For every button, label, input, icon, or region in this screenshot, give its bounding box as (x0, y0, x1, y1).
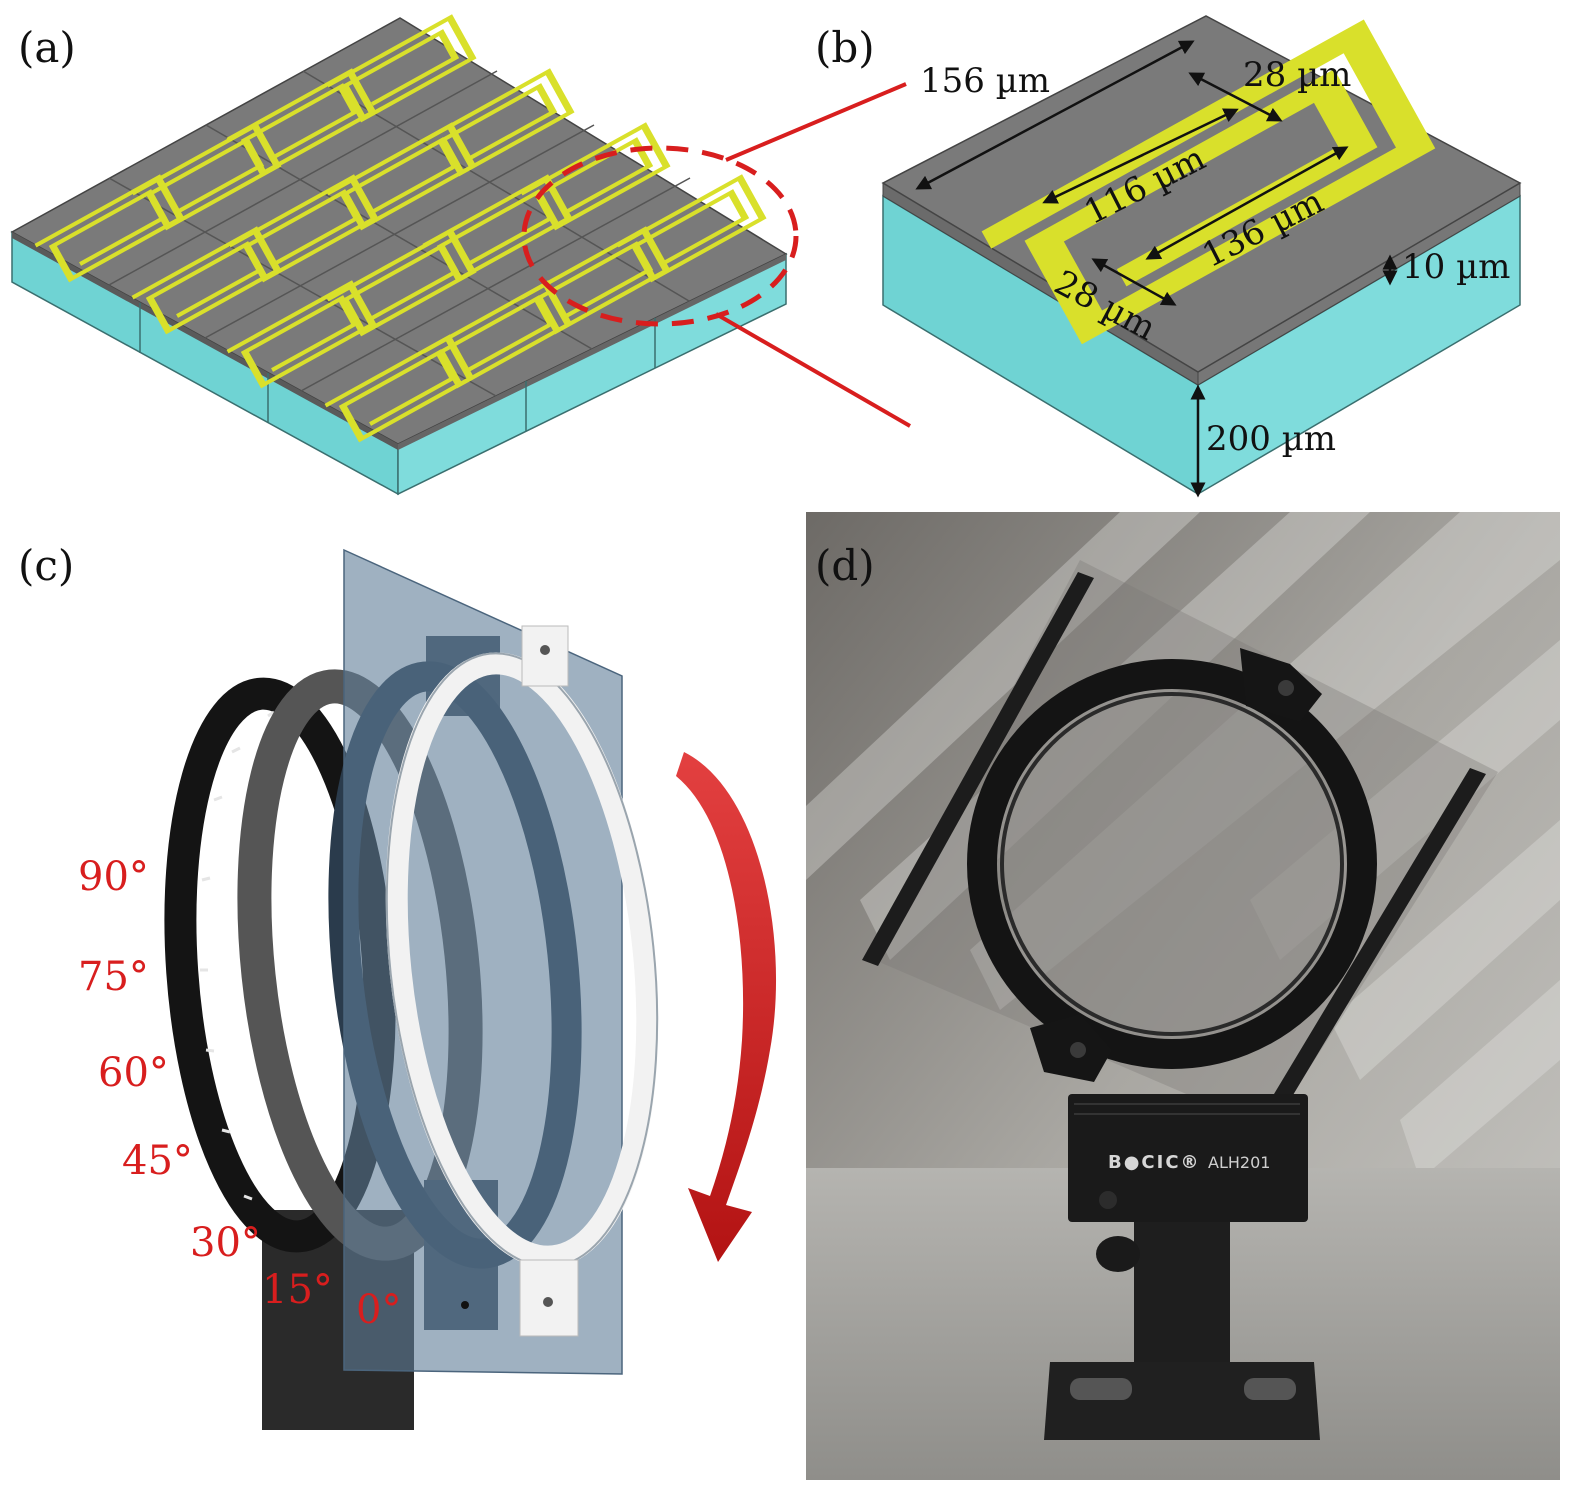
curved-arrow-icon (676, 752, 777, 1262)
ring-scale-ticks (200, 710, 275, 1201)
panel-a-label: (a) (18, 23, 76, 72)
panel-c-label: (c) (18, 541, 74, 590)
panel-b: (b) 156 µm 28 µm 116 µm 136 µm 28 µm (815, 15, 1522, 498)
zoom-ellipse (521, 145, 799, 327)
panel-c: (c) (18, 541, 777, 1430)
photo-ring-inner-edge (1000, 692, 1344, 1036)
dim-metal-thickness: 10 µm (1402, 247, 1510, 287)
bottom-tab-hole (543, 1297, 553, 1307)
bracket-hole (461, 1301, 469, 1309)
photo-post (1134, 1222, 1230, 1362)
photo-ring (967, 659, 1377, 1069)
array-metal-edge-right (398, 254, 786, 450)
angle-60: 60° (98, 1050, 169, 1096)
angle-0: 0° (356, 1287, 401, 1333)
panel-d-label: (d) (815, 541, 875, 590)
zoom-leader-top (725, 82, 907, 162)
panel-b-label: (b) (815, 23, 875, 72)
angle-90: 90° (78, 854, 149, 900)
array-side-dividers (139, 303, 656, 431)
unit-dimension-arrows (915, 40, 1398, 498)
dim-substrate-thickness: 200 µm (1206, 419, 1336, 459)
angle-30: 30° (190, 1220, 261, 1266)
photo-tab-screw-top (1278, 680, 1294, 696)
dim-gap-top: 28 µm (1243, 55, 1351, 95)
panel-a: (a) (10, 14, 911, 496)
photo-holder-block (1068, 1094, 1308, 1222)
angle-75: 75° (78, 954, 149, 1000)
photo-base-slot-right (1244, 1378, 1296, 1400)
photo-base-slot-left (1070, 1378, 1132, 1400)
photo-thumbscrew (1096, 1236, 1140, 1272)
angle-labels: 90° 75° 60° 45° 30° 15° 0° (78, 854, 401, 1333)
photo-tab-screw-bottom (1070, 1042, 1086, 1058)
panel-d: B●CIC® ALH201 (d) (806, 512, 1560, 1480)
photo-strip-right (1274, 768, 1486, 1100)
angle-15: 15° (262, 1267, 333, 1313)
zoom-leader-bottom (715, 312, 911, 428)
front-ring (385, 652, 659, 1268)
photo-brand-text: B●CIC® (1108, 1152, 1201, 1173)
array-metal-edge-left (12, 232, 398, 450)
front-ring-top-tab (521, 625, 569, 687)
photo-model-text: ALH201 (1208, 1153, 1270, 1172)
unit-resonator (981, 19, 1436, 345)
dim-period: 156 µm (920, 61, 1050, 101)
top-tab-hole (540, 645, 550, 655)
angle-45: 45° (122, 1138, 193, 1184)
photo-block-screw (1099, 1191, 1117, 1209)
photo-holder-ridges (1074, 1103, 1300, 1115)
photo-base (1044, 1362, 1320, 1440)
photo-strip-left (862, 572, 1094, 966)
